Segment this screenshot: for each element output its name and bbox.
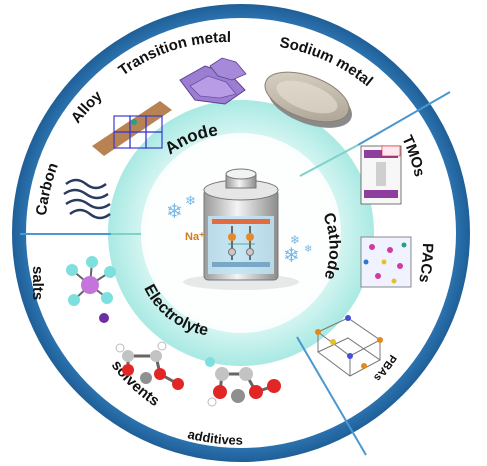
tmos-structure-icon xyxy=(360,145,402,205)
sector-dividers xyxy=(20,91,451,456)
svg-text:❄: ❄ xyxy=(283,243,300,267)
solvent-molecule-icon xyxy=(115,341,184,390)
battery-icon xyxy=(183,168,299,290)
cathode-label: Cathode xyxy=(319,211,342,282)
transition-metal-crystal-icon xyxy=(179,57,247,105)
sodium-metal-disk-icon xyxy=(264,71,352,128)
additive-molecule-icon xyxy=(205,357,281,407)
svg-text:❄: ❄ xyxy=(166,199,183,223)
svg-text:❄: ❄ xyxy=(185,194,196,209)
svg-text:❄: ❄ xyxy=(290,233,300,247)
svg-text:❄: ❄ xyxy=(304,244,312,255)
na-ion-label: Na⁺ xyxy=(185,231,205,243)
carbon-layers-icon xyxy=(63,178,111,220)
alloy-lattice-icon xyxy=(92,101,172,156)
pacs-structure-icon xyxy=(360,236,412,288)
middle-dividers xyxy=(111,144,359,235)
salts-label: salts xyxy=(29,266,46,300)
snowflake-icon: ❄ ❄ ❄ ❄ ❄ xyxy=(166,194,312,267)
pacs-label: PACs xyxy=(415,243,436,284)
pbas-lattice-icon xyxy=(315,315,383,377)
salts-molecule-icon xyxy=(66,256,116,323)
